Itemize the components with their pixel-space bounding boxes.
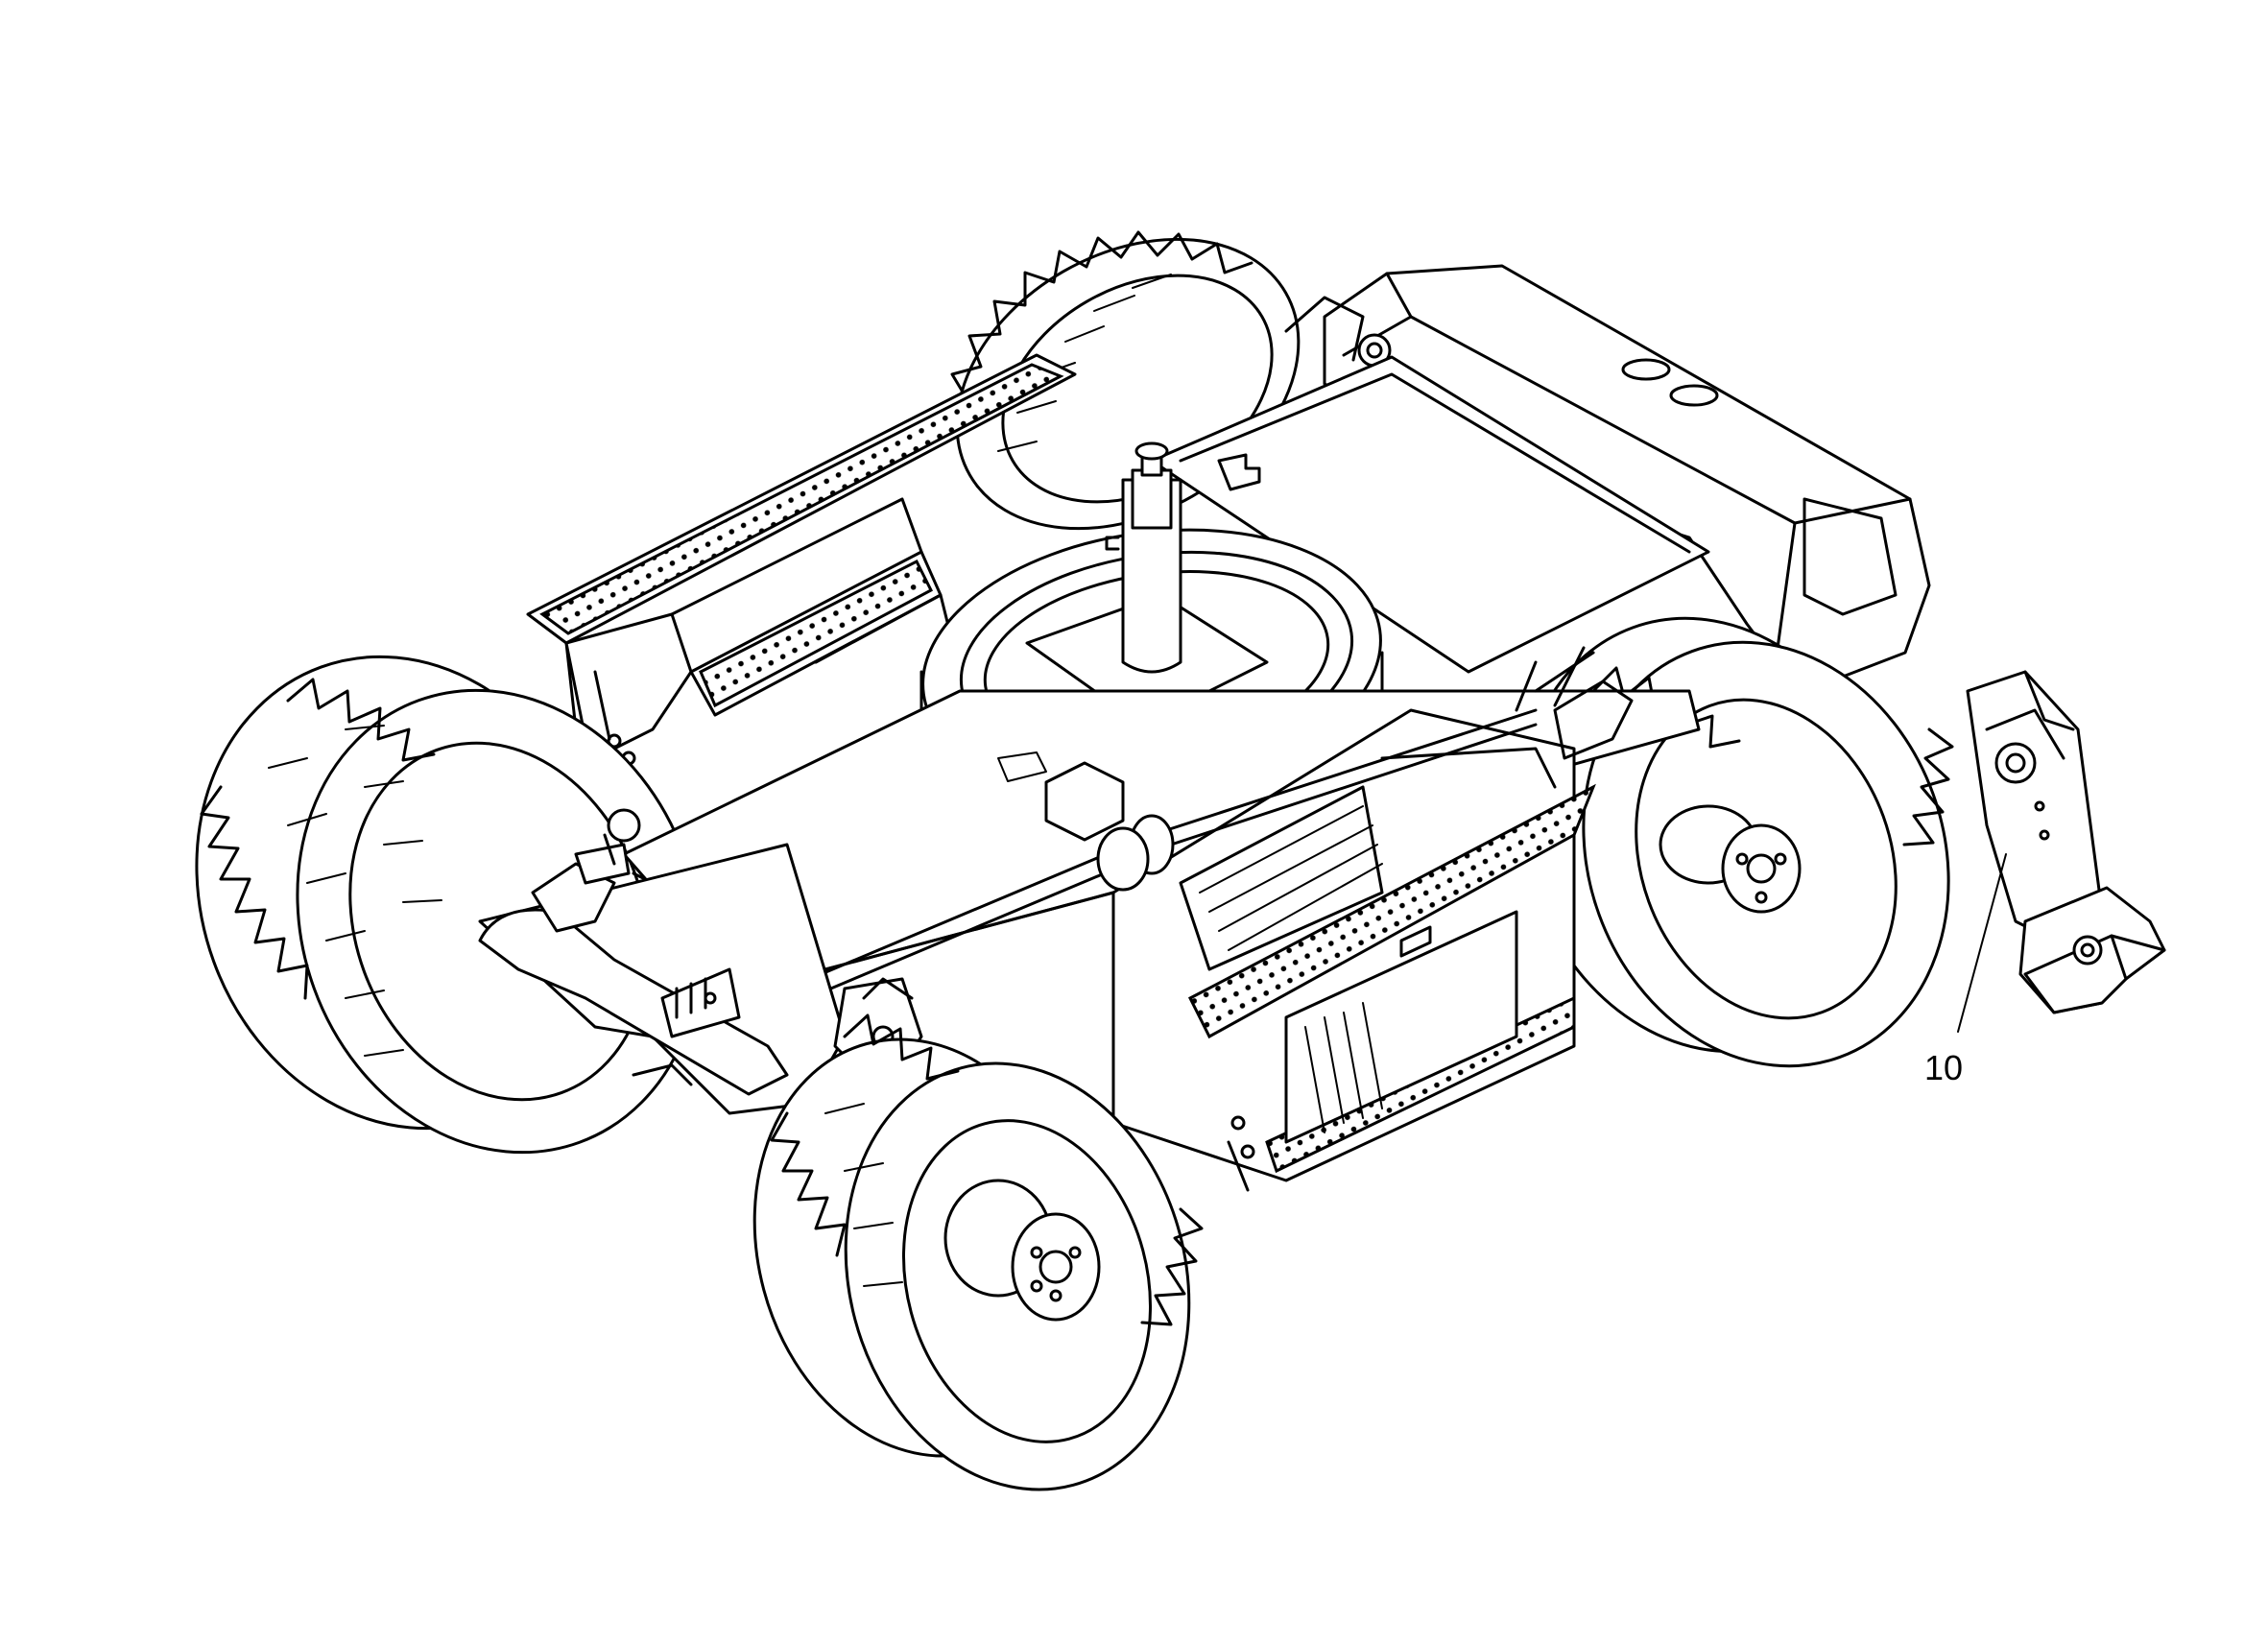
callout-10-label: 10 (1924, 1048, 1963, 1087)
rear-frame (1284, 264, 1931, 679)
support-leg (1966, 670, 2166, 1014)
front-right-wheel (752, 1013, 1204, 1491)
callout-10-leader (1957, 853, 2007, 1033)
drive-shaft (785, 646, 1634, 1005)
callout-10: 10 (1924, 853, 2007, 1087)
left-step-platform (526, 353, 1077, 766)
front-axle (478, 808, 1018, 1162)
